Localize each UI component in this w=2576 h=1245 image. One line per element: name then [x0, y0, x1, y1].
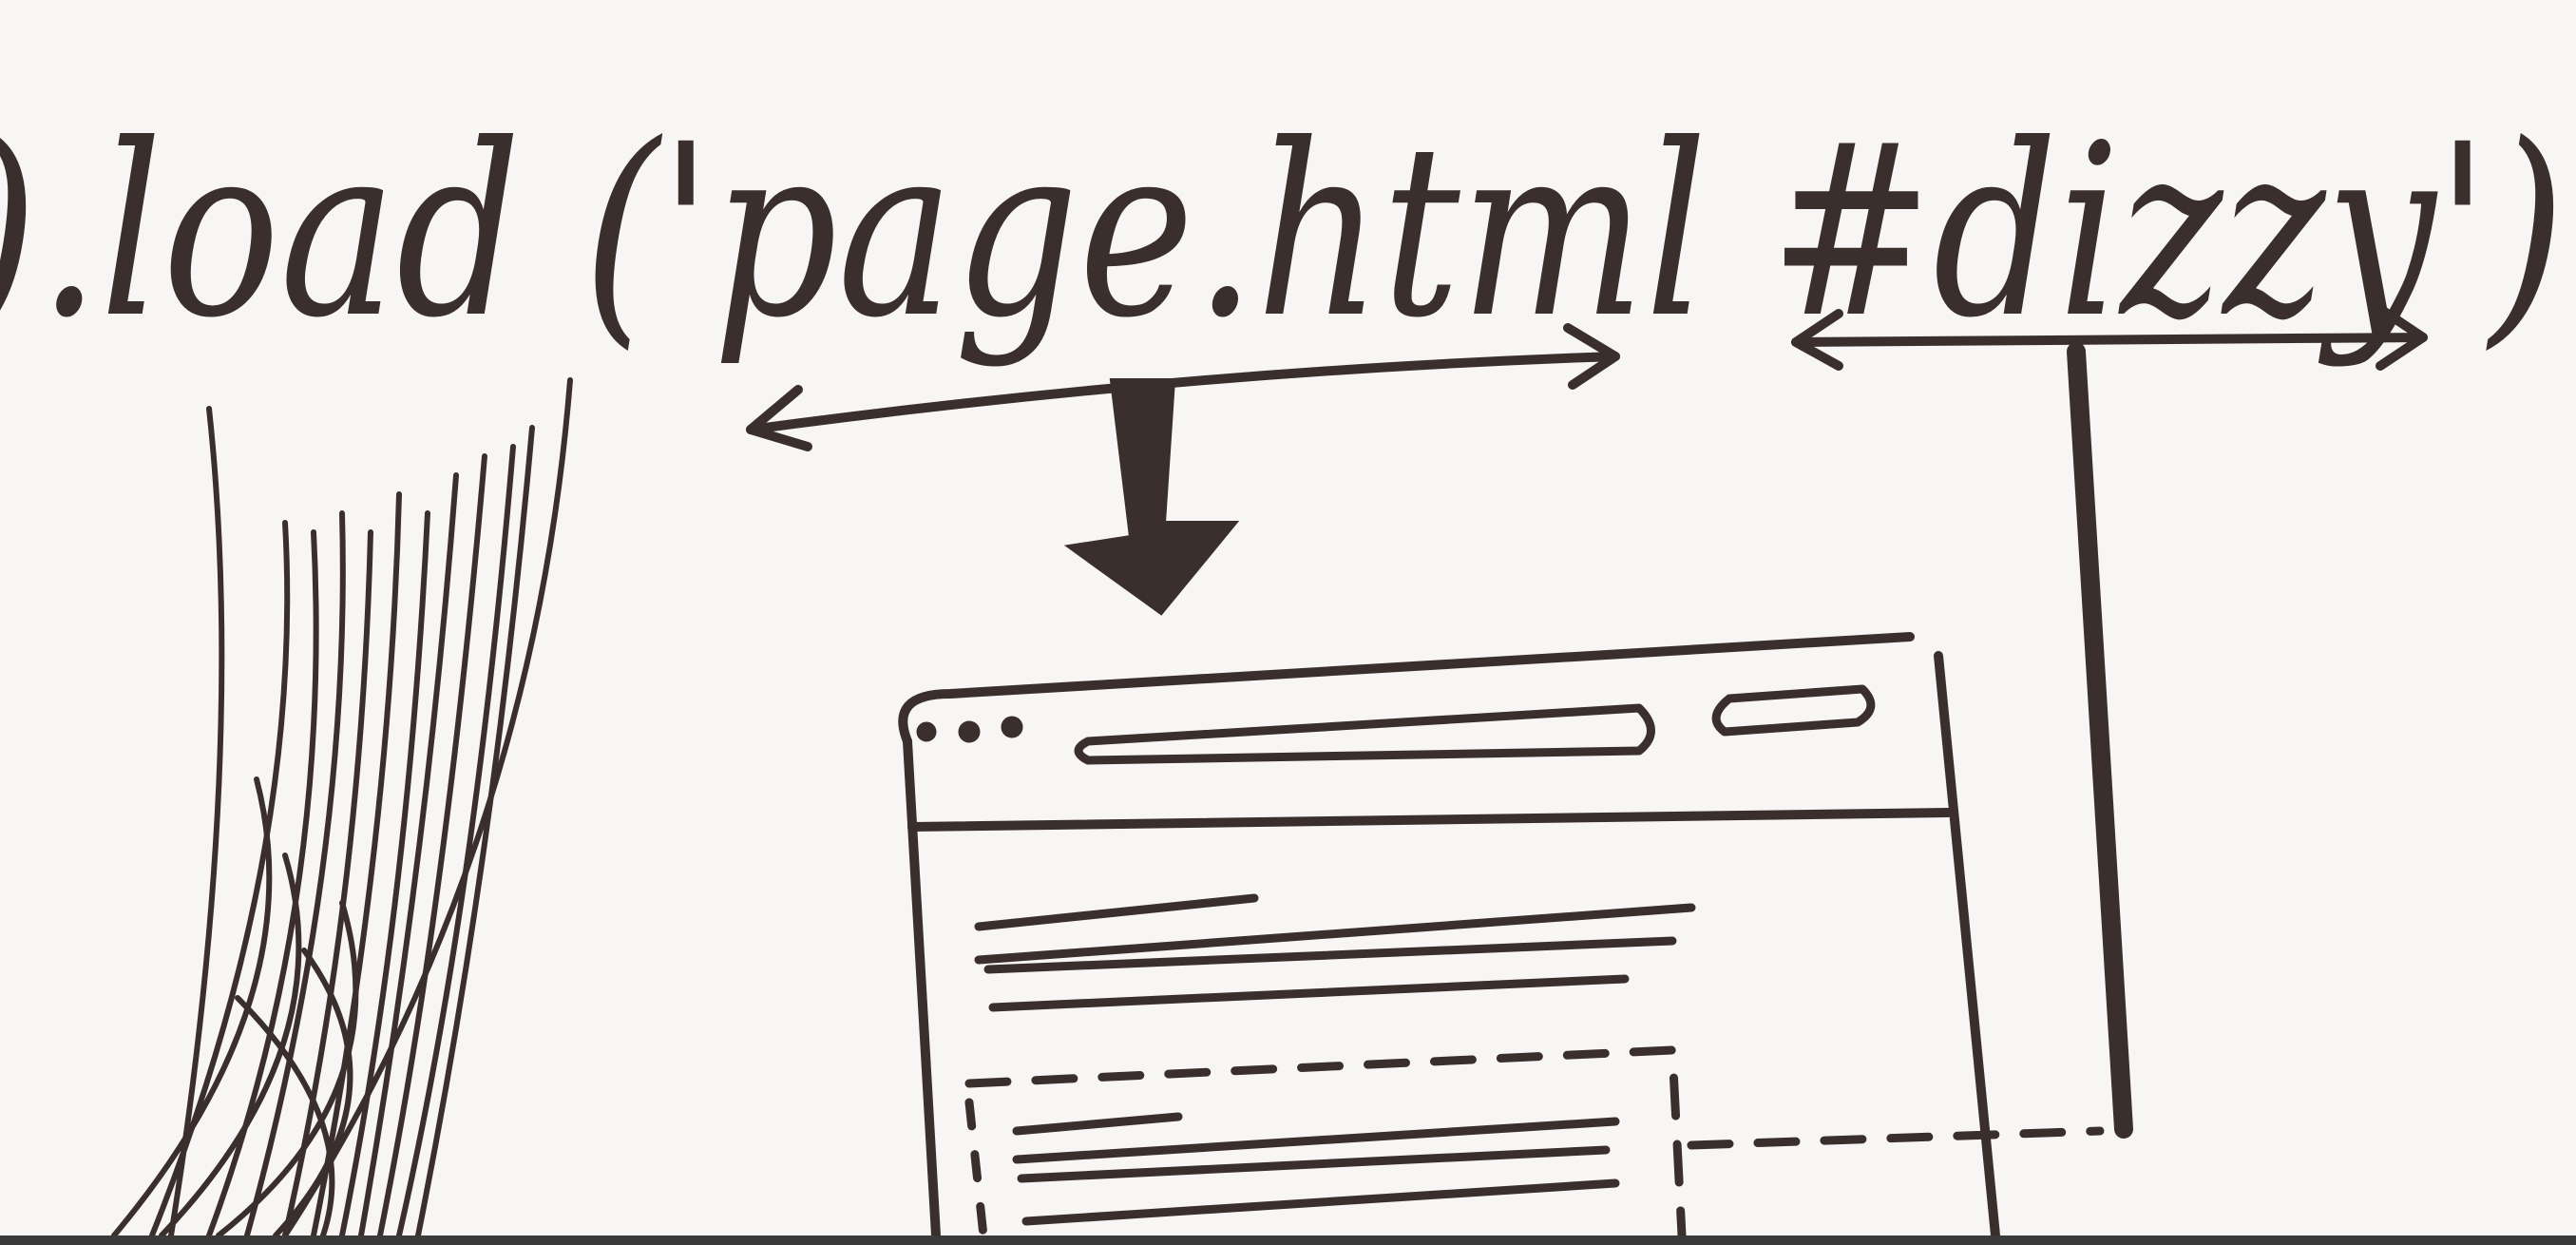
dashed-connector: [1687, 1126, 2105, 1150]
url-double-arrow: [746, 323, 1620, 451]
hatched-strands: [111, 377, 573, 1238]
window-control-dots: [916, 716, 1023, 743]
address-bar-sketch: [1074, 703, 1655, 765]
browser-window-sketch: [898, 632, 2000, 1240]
bottom-frame-band: [0, 1235, 2576, 1245]
page-content-lines: [974, 893, 1696, 1012]
selector-double-arrow: [1791, 304, 2428, 371]
selector-connector-line: [2067, 342, 2133, 1139]
load-code-text: ).load ('page.html #dizzy'): [0, 93, 2566, 370]
load-down-arrow: [1063, 378, 1240, 616]
dizzy-element-region: [964, 1045, 1687, 1240]
search-box-sketch: [1711, 684, 1876, 737]
